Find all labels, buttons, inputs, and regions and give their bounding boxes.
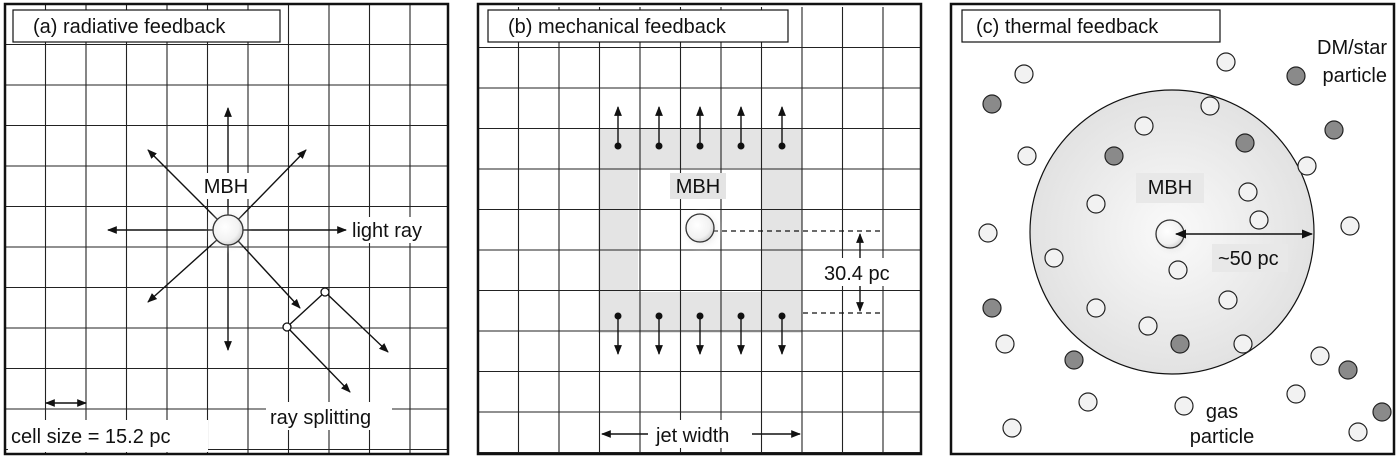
gas-particle: [1044, 248, 1064, 268]
dm-star-particle: [982, 298, 1002, 318]
gas-particle: [1297, 156, 1317, 176]
distance-label-bg: [820, 258, 906, 286]
light-ray-label: light ray: [352, 220, 422, 242]
jet-arrows: [614, 106, 786, 355]
panel-c-title-box: [961, 9, 1221, 43]
dm-star-particle: [1324, 120, 1344, 140]
panel-b-border: [476, 2, 923, 456]
dm-star-particle: [1235, 133, 1255, 153]
grid-b: [478, 7, 921, 454]
cell-size-label-bg: [8, 420, 208, 452]
gas-particle: [1216, 52, 1236, 72]
gas-particle: [1249, 210, 1269, 230]
gas-label-line2: particle: [1190, 426, 1254, 448]
dm-label-line1: DM/star: [1317, 37, 1387, 59]
gas-particle: [1168, 260, 1188, 280]
gas-particle: [1174, 396, 1194, 416]
mbh-a: [212, 214, 244, 246]
gas-particle: [1002, 418, 1022, 438]
gas-particle: [1340, 216, 1360, 236]
gas-particle: [978, 223, 998, 243]
gas-particle: [1238, 182, 1258, 202]
gas-particle: [1286, 384, 1306, 404]
panel-b-title: (b) mechanical feedback: [508, 16, 727, 38]
dm-label-line2: particle: [1323, 65, 1387, 87]
ray-split-branch-1: [324, 291, 389, 353]
panel-thermal-feedback: (c) thermal feedback MBH ~50 pc DM/star …: [949, 2, 1396, 456]
panel-mechanical-feedback: (b) mechanical feedback MBH 30.4 pc jet …: [476, 2, 923, 456]
gas-particle: [1200, 96, 1220, 116]
mbh-label-bg-a: [198, 173, 254, 199]
gas-particle: [1017, 146, 1037, 166]
dm-star-particle: [1286, 66, 1306, 86]
panel-a-title-box: [12, 9, 281, 43]
jet-width-label-bg: [650, 420, 750, 448]
mbh-label-b: MBH: [676, 176, 720, 198]
gas-particle: [1233, 334, 1253, 354]
mbh-label-bg-b: [670, 173, 726, 199]
light-ray-label-bg: [350, 217, 436, 243]
gas-particle: [1086, 298, 1106, 318]
split-node-2: [320, 287, 330, 297]
gas-particle: [1078, 392, 1098, 412]
gas-particle: [1348, 422, 1368, 442]
mbh-label-a: MBH: [204, 176, 248, 198]
gas-particle: [1014, 64, 1034, 84]
distance-label: 30.4 pc: [824, 263, 890, 285]
ray-split-branch-2: [286, 326, 351, 393]
gas-particle: [1138, 316, 1158, 336]
panel-a-title: (a) radiative feedback: [33, 16, 226, 38]
gas-particle: [1134, 116, 1154, 136]
gas-particle: [1310, 346, 1330, 366]
panel-b-title-box: [487, 9, 789, 43]
dm-star-particle: [1170, 334, 1190, 354]
panel-radiative-feedback: (a) radiative feedback MBH light ray ray…: [3, 2, 450, 456]
dm-star-particle: [1372, 402, 1392, 422]
panel-c-title: (c) thermal feedback: [976, 16, 1159, 38]
dm-star-particle: [982, 94, 1002, 114]
cell-size-label: cell size = 15.2 pc: [11, 426, 171, 448]
grid-a: [5, 4, 448, 454]
ray-split-segment: [286, 291, 326, 328]
gas-particle: [995, 334, 1015, 354]
dm-star-particle: [1104, 146, 1124, 166]
ray-splitting-label-bg: [266, 402, 392, 430]
panel-a-border: [3, 2, 450, 456]
mbh-label-c: MBH: [1148, 177, 1192, 199]
mbh-label-bg-c: [1136, 173, 1204, 203]
gas-particle: [1086, 194, 1106, 214]
particles: [978, 52, 1392, 442]
ray-splitting-label: ray splitting: [270, 407, 371, 429]
radius-label-bg: [1212, 244, 1288, 272]
jet-width-label: jet width: [655, 425, 729, 447]
dm-star-particle: [1064, 350, 1084, 370]
gas-particle: [1218, 290, 1238, 310]
mbh-b: [685, 213, 715, 243]
radius-label: ~50 pc: [1218, 248, 1279, 270]
gas-label-line1: gas: [1206, 401, 1238, 423]
split-node-1: [282, 322, 292, 332]
dm-star-particle: [1338, 360, 1358, 380]
